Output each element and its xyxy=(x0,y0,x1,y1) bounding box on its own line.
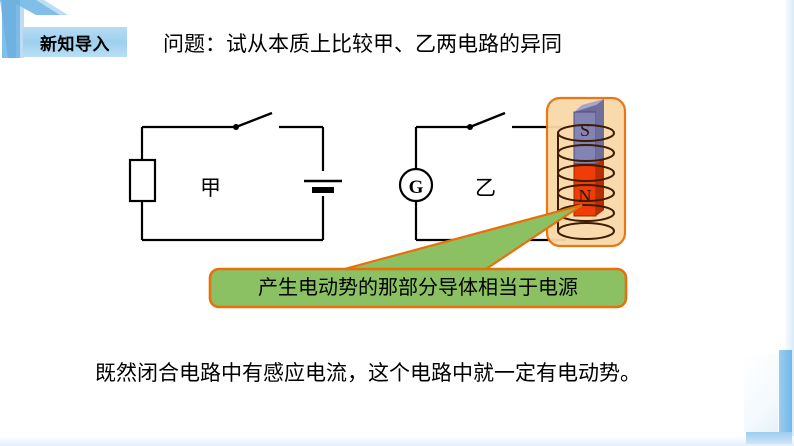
corner-vertical-bar xyxy=(779,350,792,442)
corner-soft-panel xyxy=(744,354,778,432)
page-title: 问题：试从本质上比较甲、乙两电路的异同 xyxy=(163,32,562,56)
section-badge: 新知导入 xyxy=(23,27,127,57)
left-switch-pivot xyxy=(233,124,239,130)
corner-decoration-bottom-right xyxy=(744,350,794,446)
callout-label: 产生电动势的那部分导体相当于电源 xyxy=(258,277,578,299)
magnet-pole-s: S xyxy=(580,120,590,140)
right-circuit-label: 乙 xyxy=(475,176,496,200)
galvanometer-label: G xyxy=(409,177,424,198)
chevron-right-icon xyxy=(0,0,68,58)
frame-right-edge xyxy=(784,0,794,446)
section-badge-label: 新知导入 xyxy=(40,34,110,54)
coil-highlight-box xyxy=(545,96,627,248)
magnet-pole-n: N xyxy=(579,186,592,206)
corner-horizontal-bar xyxy=(746,432,792,444)
frame-bottom-edge xyxy=(0,436,794,446)
right-switch-pivot xyxy=(467,124,473,130)
left-circuit-label: 甲 xyxy=(200,176,221,200)
conclusion-text: 既然闭合电路中有感应电流，这个电路中就一定有电动势。 xyxy=(95,361,641,385)
left-circuit xyxy=(128,111,342,242)
callout-box xyxy=(208,267,628,309)
solenoid-coil xyxy=(557,124,615,240)
callout-tail xyxy=(299,203,583,283)
bar-magnet: S N xyxy=(573,99,604,217)
